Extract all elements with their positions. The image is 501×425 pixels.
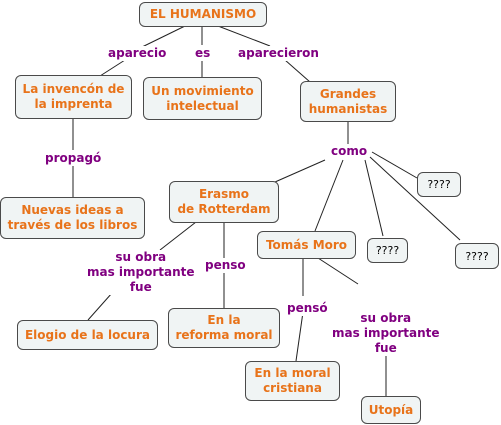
line-como-tomasmoro — [314, 159, 344, 232]
link-label-su-obra-erasmo: su obra mas importante fue — [86, 250, 196, 295]
node-unknown-1[interactable]: ???? — [367, 238, 408, 263]
link-label-penso-moro: pensó — [286, 301, 329, 316]
line-aparecio-invencion — [99, 59, 126, 77]
line-moro-suobra — [317, 257, 359, 285]
line-aparecieron-grandes — [284, 59, 311, 83]
line-suobra-elogio — [87, 292, 113, 321]
link-label-es: es — [194, 46, 212, 61]
node-tomas-moro[interactable]: Tomás Moro — [257, 231, 356, 259]
node-unknown-2[interactable]: ???? — [455, 243, 499, 269]
node-movimiento-intelectual[interactable]: Un movimiento intelectual — [143, 77, 262, 120]
link-label-aparecio: aparecio — [107, 46, 168, 61]
line-como-unknown3 — [371, 151, 418, 179]
line-penso-moral — [295, 311, 304, 362]
link-label-aparecieron: aparecieron — [237, 46, 320, 61]
link-label-como: como — [330, 144, 369, 159]
line-erasmo-suobra — [159, 221, 197, 251]
line-humanismo-aparecio — [139, 25, 186, 49]
node-unknown-3[interactable]: ???? — [417, 172, 461, 197]
link-label-su-obra-moro: su obra mas importante fue — [331, 311, 441, 356]
link-label-propago: propagó — [44, 151, 103, 166]
node-utopia[interactable]: Utopía — [361, 396, 421, 424]
node-moral-cristiana[interactable]: En la moral cristiana — [245, 361, 340, 401]
node-invencion-imprenta[interactable]: La invencón de la imprenta — [15, 75, 132, 119]
line-como-erasmo — [274, 159, 326, 183]
node-nuevas-ideas[interactable]: Nuevas ideas a través de los libros — [0, 197, 145, 239]
node-elogio-locura[interactable]: Elogio de la locura — [17, 320, 158, 350]
node-reforma-moral[interactable]: En la reforma moral — [168, 308, 280, 348]
node-erasmo-rotterdam[interactable]: Erasmo de Rotterdam — [169, 181, 279, 223]
link-label-penso-erasmo: penso — [204, 258, 247, 273]
line-como-unknown1 — [364, 159, 384, 237]
line-como-unknown2 — [369, 156, 461, 241]
node-el-humanismo[interactable]: EL HUMANISMO — [139, 2, 267, 27]
line-humanismo-aparecieron — [217, 25, 271, 47]
node-grandes-humanistas[interactable]: Grandes humanistas — [300, 81, 396, 122]
